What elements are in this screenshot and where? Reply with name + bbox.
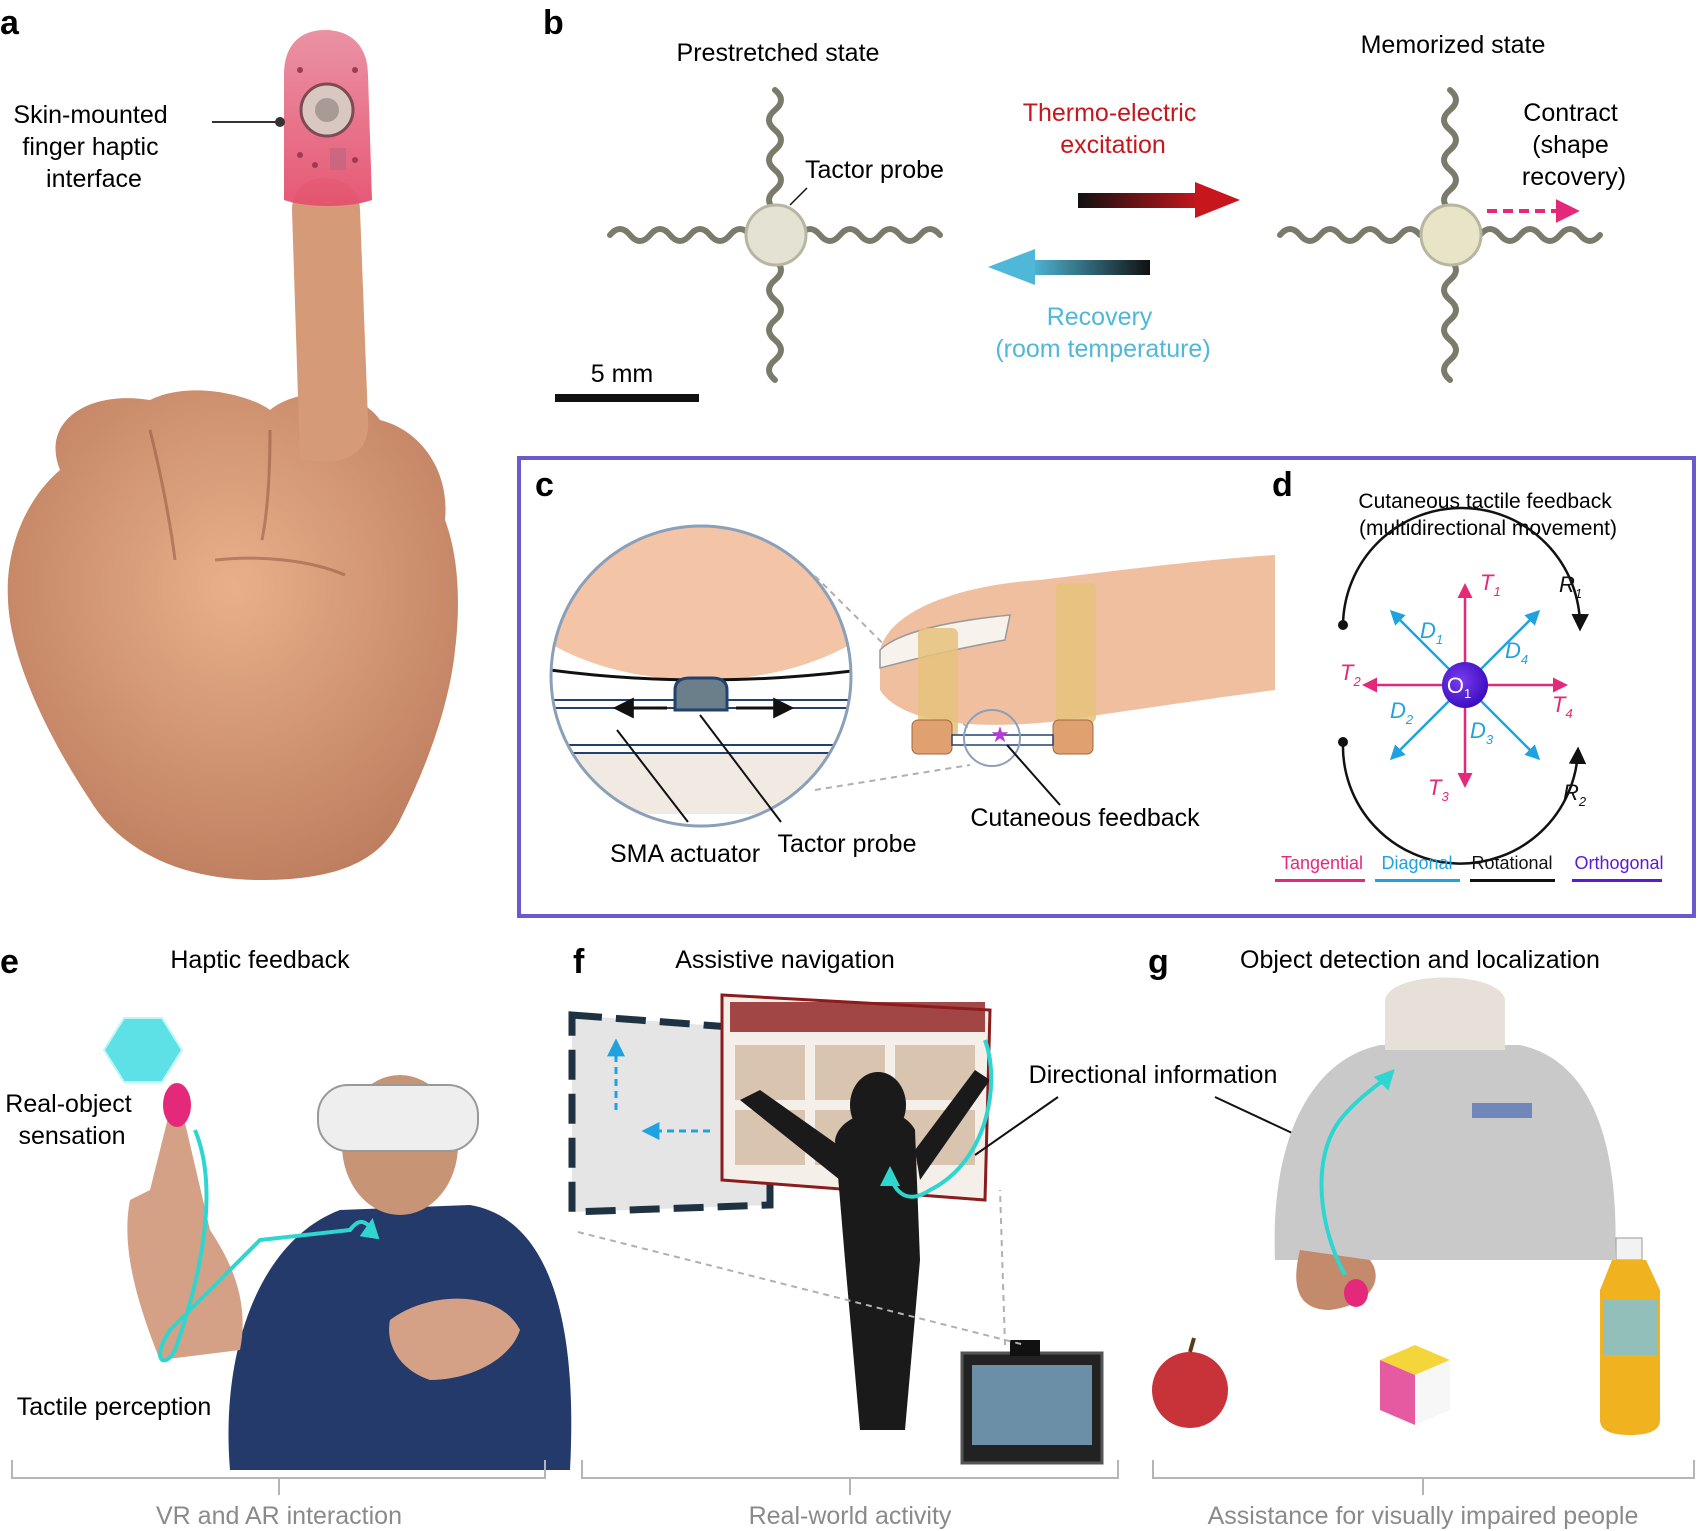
panel-a: a Skin-mounted finger haptic interface xyxy=(0,4,458,880)
cutaneous-feedback-label: Cutaneous feedback xyxy=(970,804,1200,832)
directional-info-label: Directional information xyxy=(1029,1061,1278,1089)
legend-tangential: Tangential xyxy=(1281,853,1363,873)
legend-orthogonal: Orthogonal xyxy=(1574,853,1663,873)
memorized-tactor xyxy=(1419,203,1483,267)
panel-a-label: Skin-mounted finger haptic interface xyxy=(13,101,174,193)
contract-label: Contract (shape recovery) xyxy=(1522,99,1626,191)
label-d2: D2 xyxy=(1390,698,1414,727)
caption-f: Real-world activity xyxy=(749,1502,952,1530)
label-t3: T3 xyxy=(1428,775,1449,804)
object-trace xyxy=(1319,1069,1395,1276)
panel-e-title: Haptic feedback xyxy=(170,946,350,974)
panel-g: g Object detection and localization Assi… xyxy=(1148,943,1695,1530)
woman-figure xyxy=(835,1111,920,1430)
juice-bottle xyxy=(1600,1237,1660,1435)
legend-diagonal: Diagonal xyxy=(1381,853,1452,873)
label-t1: T1 xyxy=(1480,570,1501,599)
shirt-logo xyxy=(1472,1103,1532,1118)
arrow-d3 xyxy=(1479,699,1541,761)
other-hand xyxy=(389,1298,520,1380)
hand-fist-image xyxy=(7,390,458,880)
scale-bar-label: 5 mm xyxy=(591,360,654,388)
nav-trace xyxy=(880,1039,994,1199)
panel-g-letter: g xyxy=(1148,943,1169,981)
recovery-label: Recovery (room temperature) xyxy=(995,303,1210,363)
arrow-d1 xyxy=(1389,609,1451,671)
panel-c: c SMA actuator Tactor probe ★ xyxy=(535,466,1275,868)
tactile-perception-label: Tactile perception xyxy=(17,1393,212,1421)
panel-e-letter: e xyxy=(0,943,19,981)
forward-arrow-shaft xyxy=(1078,193,1201,208)
arrow-d4 xyxy=(1479,609,1541,671)
panel-d-letter: d xyxy=(1272,466,1293,504)
vr-headset xyxy=(317,1084,479,1152)
apple xyxy=(1152,1352,1228,1428)
panel-d-legend: Tangential Diagonal Rotational Orthogona… xyxy=(1275,853,1664,882)
prestretched-tactor xyxy=(744,203,808,267)
memorized-title: Memorized state xyxy=(1361,31,1546,59)
rotation-arc-r2 xyxy=(1341,741,1587,865)
sma-actuator-label: SMA actuator xyxy=(610,840,760,868)
panel-d: d Cutaneous tactile feedback (multidirec… xyxy=(1272,466,1664,882)
bracket-e xyxy=(11,1460,546,1495)
camera xyxy=(1010,1340,1040,1356)
fingertip-device-g xyxy=(1344,1279,1368,1307)
label-t2: T2 xyxy=(1340,660,1361,689)
rubiks-cube xyxy=(1380,1345,1450,1425)
tactor-probe-label-b: Tactor probe xyxy=(805,156,944,184)
panel-e: e Haptic feedback Real-object sensation … xyxy=(0,943,572,1530)
real-object-label: Real-object sensation xyxy=(5,1090,138,1150)
person-neck xyxy=(1385,977,1505,1050)
magnified-tactor xyxy=(673,676,729,712)
forward-arrow-head xyxy=(1195,182,1240,218)
tactile-trace xyxy=(158,1129,380,1363)
backward-arrow-head xyxy=(988,249,1035,285)
feedback-star-icon: ★ xyxy=(990,722,1010,747)
scale-bar xyxy=(555,394,699,402)
panel-f-title: Assistive navigation xyxy=(675,946,895,974)
index-finger xyxy=(292,178,369,462)
panel-f-letter: f xyxy=(573,943,585,981)
label-r2: R2 xyxy=(1563,780,1587,809)
label-t4: T4 xyxy=(1552,692,1573,721)
caption-g: Assistance for visually impaired people xyxy=(1208,1502,1639,1530)
arrow-d2 xyxy=(1389,699,1451,761)
label-r1: R1 xyxy=(1559,572,1582,601)
orthogonal-center xyxy=(1442,662,1488,708)
center-label: O1 xyxy=(1447,673,1471,701)
fingertip-device-e xyxy=(163,1083,191,1127)
panel-d-title: Cutaneous tactile feedback (multidirecti… xyxy=(1358,490,1617,540)
magnifier-ring xyxy=(549,524,853,828)
label-d1: D1 xyxy=(1420,618,1443,647)
panel-f: f Assistive navigation Directional infor… xyxy=(568,943,1351,1530)
prestretched-title: Prestretched state xyxy=(677,39,880,67)
panel-g-title: Object detection and localization xyxy=(1240,946,1600,974)
legend-rotational: Rotational xyxy=(1471,853,1552,873)
thermo-electric-label: Thermo-electric excitation xyxy=(1023,99,1204,159)
panel-cd-box xyxy=(517,456,1696,918)
raised-hand xyxy=(127,1110,243,1360)
caption-e: VR and AR interaction xyxy=(156,1502,402,1530)
bracket-f xyxy=(581,1460,1119,1495)
rotation-arc-r1 xyxy=(1341,506,1589,632)
virtual-crystal xyxy=(102,1017,184,1083)
panel-c-letter: c xyxy=(535,466,554,504)
memorized-actuator xyxy=(1277,87,1603,383)
panel-b-letter: b xyxy=(543,4,564,42)
panel-b: b Prestretched state Memorized state Tac… xyxy=(543,4,1626,402)
bracket-g xyxy=(1152,1460,1695,1495)
label-d3: D3 xyxy=(1470,718,1494,747)
magnified-view xyxy=(551,526,851,826)
label-d4: D4 xyxy=(1505,638,1528,667)
panel-a-letter: a xyxy=(0,4,20,42)
backward-arrow-shaft xyxy=(1030,260,1150,275)
tactor-probe-label-c: Tactor probe xyxy=(778,830,917,858)
